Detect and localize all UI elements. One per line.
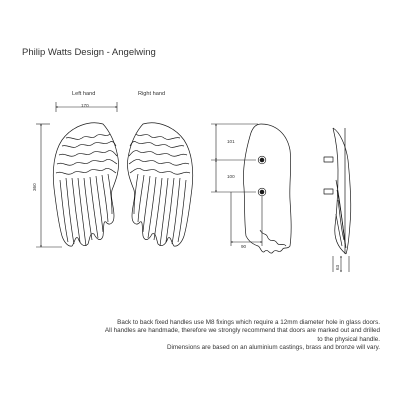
height-dimension-text: 360 [32, 183, 37, 191]
hole-offset-dimension-text: 90 [241, 244, 247, 249]
left-hand-label: Left hand [72, 91, 96, 97]
left-wing-drawing [52, 122, 119, 247]
side-profile-drawing [323, 127, 352, 255]
drawing-title: Philip Watts Design - Angelwing [22, 47, 156, 58]
depth-dimension-line [332, 255, 350, 273]
note-line: Dimensions are based on an aluminium cas… [166, 344, 380, 352]
width-dimension-line [55, 102, 118, 112]
right-wing-drawing [127, 122, 194, 247]
width-dimension-text: 170 [81, 103, 89, 108]
hole-spacing-dimension-text: 100 [227, 174, 235, 179]
right-hand-label: Right hand [138, 91, 166, 97]
note-line: to the physical handle. [317, 335, 380, 343]
fixing-hole-lower [257, 187, 267, 197]
top-hole-dimension-text: 101 [227, 139, 235, 144]
depth-dimension-text: 63 [335, 264, 340, 270]
note-line: All handles are handmade, therefore we s… [104, 327, 380, 335]
hole-dimension-lines [211, 123, 258, 193]
fixing-hole-upper [257, 155, 267, 165]
notes-block: Back to back fixed handles use M8 fixing… [40, 319, 380, 353]
back-view-drawing [243, 123, 292, 254]
hole-offset-dimension [230, 192, 263, 246]
note-line: Back to back fixed handles use M8 fixing… [117, 319, 380, 326]
height-dimension-line [36, 123, 62, 248]
